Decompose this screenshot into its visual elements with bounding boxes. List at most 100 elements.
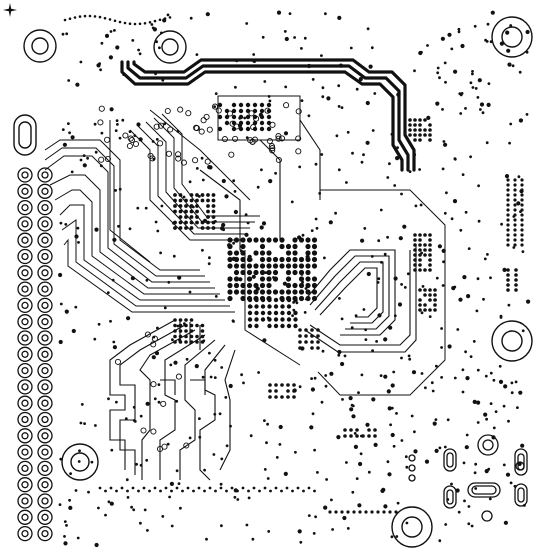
via: [259, 243, 266, 250]
via: [418, 118, 422, 122]
via: [441, 167, 445, 171]
via: [413, 133, 417, 137]
via: [292, 389, 296, 393]
via: [163, 306, 167, 310]
via: [484, 374, 488, 378]
via: [335, 134, 339, 138]
via: [506, 268, 510, 272]
via: [100, 131, 104, 135]
via: [274, 383, 278, 387]
via: [273, 310, 279, 316]
via: [247, 310, 253, 316]
via: [513, 183, 517, 187]
via: [260, 317, 266, 322]
via: [145, 401, 150, 406]
via: [324, 374, 328, 377]
via: [310, 328, 314, 332]
via: [314, 217, 318, 221]
via: [305, 269, 311, 276]
via: [175, 469, 179, 473]
via: [353, 432, 357, 435]
via: [364, 338, 368, 341]
via: [178, 220, 183, 225]
via: [305, 243, 311, 250]
via: [138, 22, 142, 26]
via: [208, 351, 211, 355]
via: [79, 60, 83, 64]
via: [296, 486, 300, 490]
via: [520, 218, 524, 222]
via: [172, 254, 176, 258]
via: [68, 131, 71, 135]
via: [279, 256, 285, 263]
via: [206, 226, 210, 230]
via: [471, 70, 474, 73]
via: [506, 188, 510, 192]
via: [520, 183, 524, 187]
via: [514, 273, 518, 277]
via: [184, 198, 188, 203]
via: [423, 133, 427, 137]
via: [396, 501, 400, 505]
via: [489, 371, 493, 375]
via: [511, 64, 515, 68]
via: [220, 226, 225, 231]
header-pin: [37, 183, 53, 199]
via-ring: [127, 135, 134, 142]
header-pin: [17, 265, 33, 281]
via: [195, 215, 199, 219]
via: [178, 340, 183, 344]
via: [428, 133, 432, 137]
via: [206, 193, 210, 197]
header-pin: [17, 362, 33, 379]
via: [413, 449, 418, 454]
via: [158, 18, 162, 22]
via: [213, 105, 217, 109]
header-pin: [17, 183, 33, 199]
via: [408, 118, 412, 122]
via: [274, 171, 277, 175]
via: [178, 204, 183, 208]
via: [186, 486, 190, 490]
via: [285, 243, 292, 250]
via: [269, 489, 272, 493]
via-ring: [192, 157, 199, 164]
via: [205, 537, 208, 541]
via: [307, 486, 311, 490]
via: [314, 515, 317, 519]
via: [178, 334, 183, 339]
via: [116, 123, 119, 126]
via: [380, 488, 385, 493]
via: [506, 283, 510, 287]
via: [79, 158, 83, 162]
via: [509, 122, 513, 126]
via: [408, 123, 412, 127]
via: [83, 14, 87, 18]
via: [219, 482, 223, 486]
via: [371, 129, 375, 132]
via: [217, 114, 223, 120]
header-pin: [37, 395, 53, 411]
via: [388, 325, 393, 330]
header-pin: [17, 216, 33, 232]
via: [211, 209, 216, 214]
via: [285, 263, 292, 269]
via: [249, 434, 253, 438]
via: [143, 508, 147, 512]
via: [245, 523, 249, 527]
via: [377, 313, 382, 318]
via: [128, 22, 132, 26]
via: [70, 135, 75, 140]
via: [267, 310, 272, 316]
via: [152, 27, 157, 32]
via: [212, 453, 216, 456]
header-pin: [37, 379, 53, 395]
via: [337, 353, 341, 357]
via: [313, 376, 317, 380]
via: [407, 354, 411, 358]
via: [273, 304, 279, 309]
via: [254, 317, 259, 322]
via: [376, 510, 380, 514]
via: [321, 95, 325, 99]
via: [246, 269, 253, 276]
